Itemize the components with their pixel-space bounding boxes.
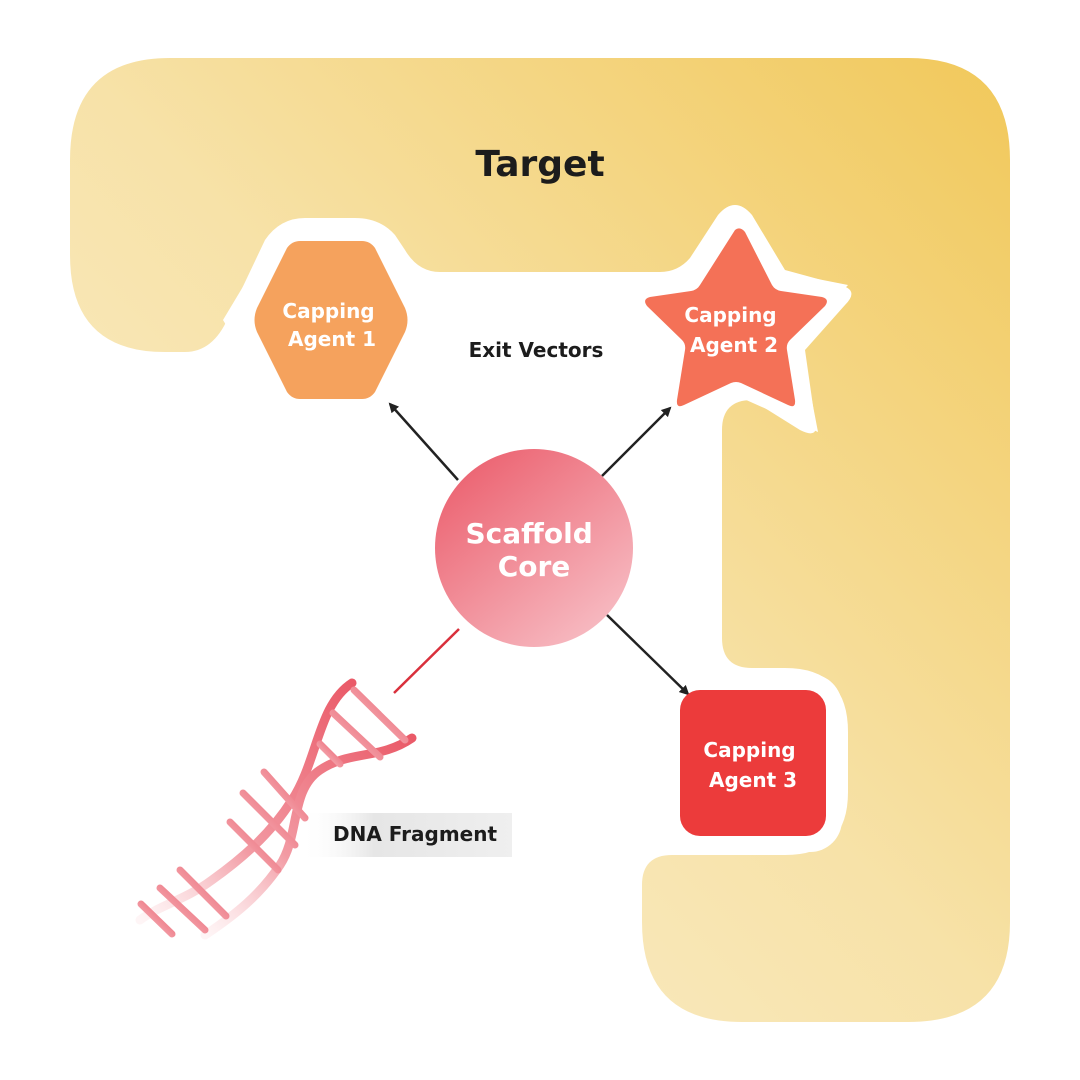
capping-agent-2: Capping Agent 2 xyxy=(645,228,827,407)
star-shape xyxy=(645,228,827,407)
core-label-line2: Core xyxy=(498,550,571,583)
dna-fragment: DNA Fragment xyxy=(135,678,512,940)
svg-text:Scaffold Core: Scaffold Core xyxy=(466,517,603,583)
agent1-label-line1: Capping xyxy=(282,299,374,323)
scaffold-core: Scaffold Core xyxy=(435,449,633,647)
dna-fragment-label: DNA Fragment xyxy=(333,822,497,846)
exit-vector-arrow-2 xyxy=(601,406,672,477)
target-pocket xyxy=(70,58,1010,1022)
exit-vectors-label: Exit Vectors xyxy=(469,338,604,362)
agent2-label-line2: Agent 2 xyxy=(690,333,778,357)
svg-text:Capping Agent 2: Capping Agent 2 xyxy=(684,303,783,357)
agent3-label-line1: Capping xyxy=(703,738,795,762)
agent3-label-line2: Agent 3 xyxy=(709,768,797,792)
exit-vector-arrow-3 xyxy=(606,614,690,696)
exit-vector-arrow-1 xyxy=(388,402,459,481)
target-title: Target xyxy=(475,144,604,185)
agent1-label-line2: Agent 1 xyxy=(288,327,376,351)
core-label-line1: Scaffold xyxy=(466,517,593,550)
capping-agent-3: Capping Agent 3 xyxy=(680,690,826,836)
hexagon-shape xyxy=(254,241,408,399)
capping-agent-1: Capping Agent 1 xyxy=(254,241,408,399)
svg-text:Capping Agent 1: Capping Agent 1 xyxy=(282,299,381,351)
agent2-label-line1: Capping xyxy=(684,303,776,327)
core-circle xyxy=(435,449,633,647)
rounded-square-shape xyxy=(680,690,826,836)
svg-text:Capping Agent 3: Capping Agent 3 xyxy=(703,738,802,792)
dna-linker-line xyxy=(393,628,460,694)
dna-label-backdrop xyxy=(300,813,512,857)
dna-helix-icon xyxy=(135,678,417,940)
